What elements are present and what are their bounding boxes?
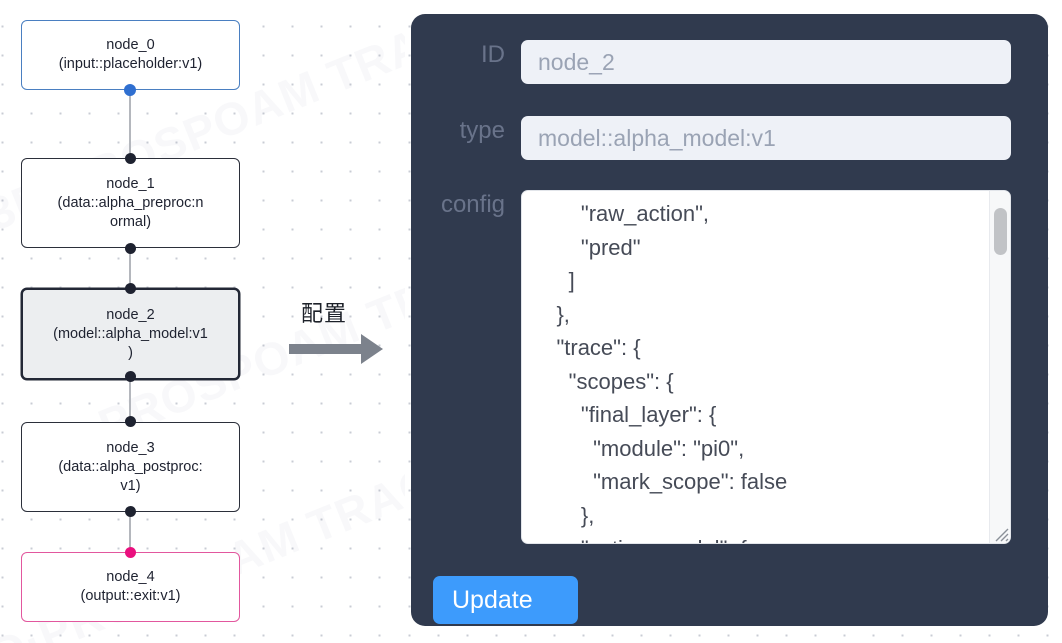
id-input[interactable] (521, 40, 1011, 84)
field-row-id: ID (411, 40, 1048, 84)
config-panel: ID type config Update (411, 14, 1048, 626)
node_2-handle-top[interactable] (125, 283, 136, 294)
edge-node2-node3 (129, 375, 132, 420)
node_4-handle-top[interactable] (125, 547, 136, 558)
graph-node-label: node_2 (model::alpha_model:v1 ) (53, 306, 208, 361)
update-button[interactable]: Update (433, 576, 578, 624)
arrow-label: 配置 (301, 301, 348, 326)
graph-node-node_2[interactable]: node_2 (model::alpha_model:v1 ) (21, 288, 240, 380)
node_3-handle-top[interactable] (125, 416, 136, 427)
edge-node3-node4 (129, 510, 132, 552)
graph-node-label: node_1 (data::alpha_preproc:n ormal) (57, 175, 204, 230)
node_0-handle-bottom[interactable] (124, 84, 136, 96)
field-row-config: config (411, 190, 1048, 544)
config-textarea-wrap (521, 190, 1011, 544)
type-label: type (459, 117, 505, 144)
graph-node-node_3[interactable]: node_3 (data::alpha_postproc: v1) (21, 422, 240, 512)
id-label: ID (481, 41, 505, 68)
edge-node0-node1 (129, 88, 132, 158)
node_2-handle-bottom[interactable] (125, 371, 136, 382)
config-scrollbar[interactable] (989, 191, 1010, 543)
graph-node-node_0[interactable]: node_0 (input::placeholder:v1) (21, 20, 240, 90)
graph-node-label: node_4 (output::exit:v1) (80, 569, 181, 604)
config-label: config (440, 191, 505, 218)
arrow-icon (289, 334, 383, 364)
config-textarea[interactable] (521, 190, 1011, 544)
field-row-type: type (411, 116, 1048, 160)
graph-node-label: node_3 (data::alpha_postproc: v1) (58, 439, 203, 494)
graph-node-node_4[interactable]: node_4 (output::exit:v1) (21, 552, 240, 622)
graph-node-node_1[interactable]: node_1 (data::alpha_preproc:n ormal) (21, 158, 240, 248)
config-scrollbar-thumb[interactable] (994, 208, 1007, 255)
node_1-handle-top[interactable] (125, 153, 136, 164)
graph-node-label: node_0 (input::placeholder:v1) (58, 37, 203, 72)
transition-arrow-group: 配置 (287, 296, 397, 366)
node_3-handle-bottom[interactable] (125, 506, 136, 517)
node_1-handle-bottom[interactable] (125, 243, 136, 254)
node-graph-canvas[interactable]: 3D·PROSPOAM TRACE 3D·PROSPOAM TRACE 3D·P… (0, 0, 405, 643)
type-input[interactable] (521, 116, 1011, 160)
